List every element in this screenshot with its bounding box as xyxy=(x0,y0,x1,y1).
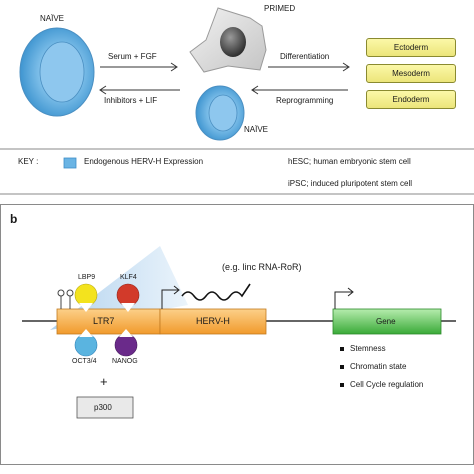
herv-h-swatch xyxy=(63,157,77,169)
herv-h-label: HERV-H xyxy=(196,316,230,326)
naive-cell-small xyxy=(195,85,245,141)
oct34-factor xyxy=(74,329,98,357)
bullet-marker xyxy=(340,347,344,351)
gene-tss-arrow xyxy=(334,287,354,309)
reprogramming-label: Reprogramming xyxy=(276,96,334,105)
key-label: KEY : xyxy=(18,157,39,166)
inhibitors-lif-arrowhead xyxy=(99,85,107,95)
lbp9-factor xyxy=(74,283,98,312)
reprogramming-arrowhead xyxy=(251,85,259,95)
naive-cell-large xyxy=(19,27,95,117)
nanog-factor xyxy=(114,329,138,357)
germ-box-mesoderm: Mesoderm xyxy=(366,64,456,83)
p300-label: p300 xyxy=(94,403,112,412)
primed-cell xyxy=(189,7,267,73)
plus-sign: + xyxy=(100,374,108,389)
key-ipsc: iPSC; induced pluripotent stem cell xyxy=(288,179,413,188)
serum-fgf-label: Serum + FGF xyxy=(108,52,157,61)
bullet-marker xyxy=(340,365,344,369)
germ-box-ectoderm: Ectoderm xyxy=(366,38,456,57)
bullet-stemness: Stemness xyxy=(350,344,386,353)
panel-b-frame xyxy=(0,204,474,465)
ltr7-label: LTR7 xyxy=(93,316,115,326)
naive-label-bottom: NAÏVE xyxy=(244,125,269,134)
methylation-marks xyxy=(57,289,74,309)
inhibitors-lif-label: Inhibitors + LIF xyxy=(104,96,158,105)
linc-rna-label: (e.g. linc RNA-RoR) xyxy=(222,262,302,272)
key-hesc: hESC; human embryonic stem cell xyxy=(288,157,411,166)
serum-fgf-arrowhead xyxy=(170,62,178,72)
differentiation-label: Differentiation xyxy=(280,52,330,61)
primed-label: PRIMED xyxy=(264,4,296,13)
germ-box-endoderm: Endoderm xyxy=(366,90,456,109)
bullet-marker xyxy=(340,383,344,387)
linc-rna-wave xyxy=(181,283,251,301)
oct34-label: OCT3/4 xyxy=(72,358,97,365)
bullet-cell-cycle: Cell Cycle regulation xyxy=(350,380,424,389)
differentiation-arrowhead xyxy=(342,62,350,72)
panel-b-label: b xyxy=(10,212,18,226)
bullet-chromatin: Chromatin state xyxy=(350,362,407,371)
p300-box xyxy=(76,396,134,419)
klf4-label: KLF4 xyxy=(120,274,137,281)
nanog-label: NANOG xyxy=(112,358,138,365)
herv-h-box xyxy=(159,308,267,335)
klf4-factor xyxy=(116,283,140,312)
herv-tss-arrow xyxy=(161,285,180,309)
naive-label-top: NAÏVE xyxy=(40,14,65,23)
gene-box xyxy=(332,308,442,335)
lbp9-label: LBP9 xyxy=(78,274,96,281)
gene-label: Gene xyxy=(376,317,396,326)
key-swatch-text: Endogenous HERV-H Expression xyxy=(84,157,204,166)
